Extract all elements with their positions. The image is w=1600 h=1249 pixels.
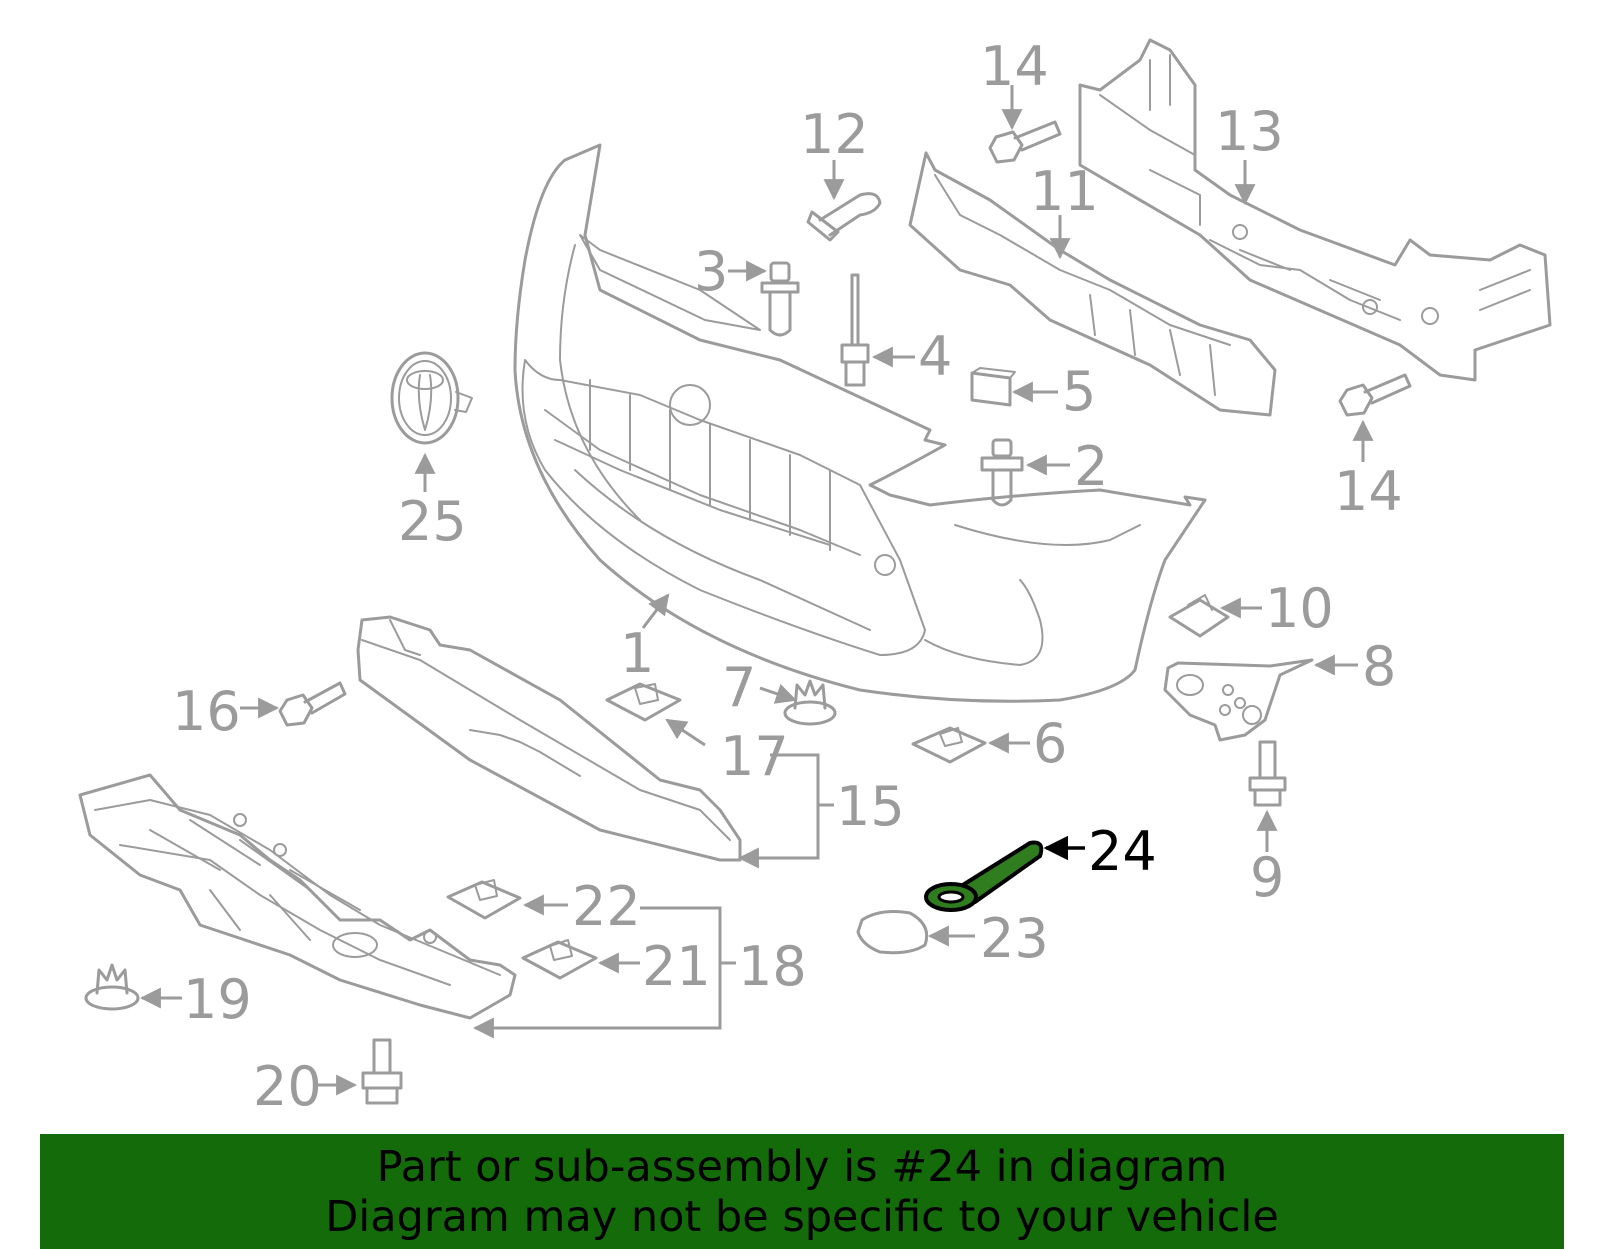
part-17-clip [605, 682, 682, 722]
label-9: 9 [1250, 846, 1284, 909]
part-19-grommet [84, 963, 140, 1011]
part-6-clip [911, 726, 987, 764]
label-12: 12 [800, 103, 869, 166]
label-16: 16 [172, 680, 241, 743]
label-3: 3 [694, 240, 728, 303]
part-11-absorber [908, 151, 1277, 417]
part-8-bracket [1163, 658, 1314, 742]
label-22: 22 [572, 875, 641, 938]
part-25-emblem [390, 351, 473, 445]
part-23-tow-hook-cover [856, 910, 929, 955]
part-24-tow-hook [924, 840, 1044, 912]
label-25: 25 [398, 490, 467, 553]
part-18-under-cover [78, 773, 517, 1020]
part-21-clip [521, 939, 598, 980]
part-5-pad [970, 367, 1016, 407]
label-2: 2 [1074, 435, 1108, 498]
label-18: 18 [738, 935, 807, 998]
footer-line-1: Part or sub-assembly is #24 in diagram [376, 1141, 1228, 1192]
label-21: 21 [642, 935, 711, 998]
label-23: 23 [980, 907, 1049, 970]
footer-banner: Part or sub-assembly is #24 in diagram D… [40, 1134, 1564, 1249]
part-3-clip [760, 261, 800, 337]
part-10-clip [1168, 594, 1230, 638]
part-20-bolt [361, 1038, 403, 1105]
part-1-bumper-cover [513, 143, 1207, 703]
label-20: 20 [253, 1055, 322, 1118]
label-4: 4 [918, 325, 952, 388]
label-5: 5 [1062, 360, 1096, 423]
label-1: 1 [620, 622, 654, 685]
label-19: 19 [183, 968, 252, 1031]
label-8: 8 [1362, 635, 1396, 698]
label-7: 7 [722, 656, 756, 719]
label-24: 24 [1088, 820, 1157, 883]
label-6: 6 [1033, 712, 1067, 775]
part-15-deflector [356, 615, 742, 862]
label-14-lower: 14 [1334, 460, 1403, 523]
footer-line-2: Diagram may not be specific to your vehi… [325, 1191, 1279, 1242]
part-13-reinforcement [1078, 38, 1552, 382]
label-15: 15 [836, 775, 905, 838]
part-22-clip [446, 879, 522, 920]
footer-banner-background [40, 1134, 1564, 1249]
part-9-bolt [1248, 740, 1287, 807]
part-2-clip [980, 438, 1024, 507]
label-13: 13 [1215, 100, 1284, 163]
part-4-rivet [840, 273, 870, 387]
part-14-bolt-lower [1338, 373, 1412, 417]
part-12-pin [806, 192, 882, 242]
part-14-bolt-upper [988, 120, 1062, 164]
label-14-upper: 14 [980, 35, 1049, 98]
part-7-grommet [783, 679, 837, 726]
label-10: 10 [1265, 577, 1334, 640]
part-16-bolt [278, 681, 347, 727]
